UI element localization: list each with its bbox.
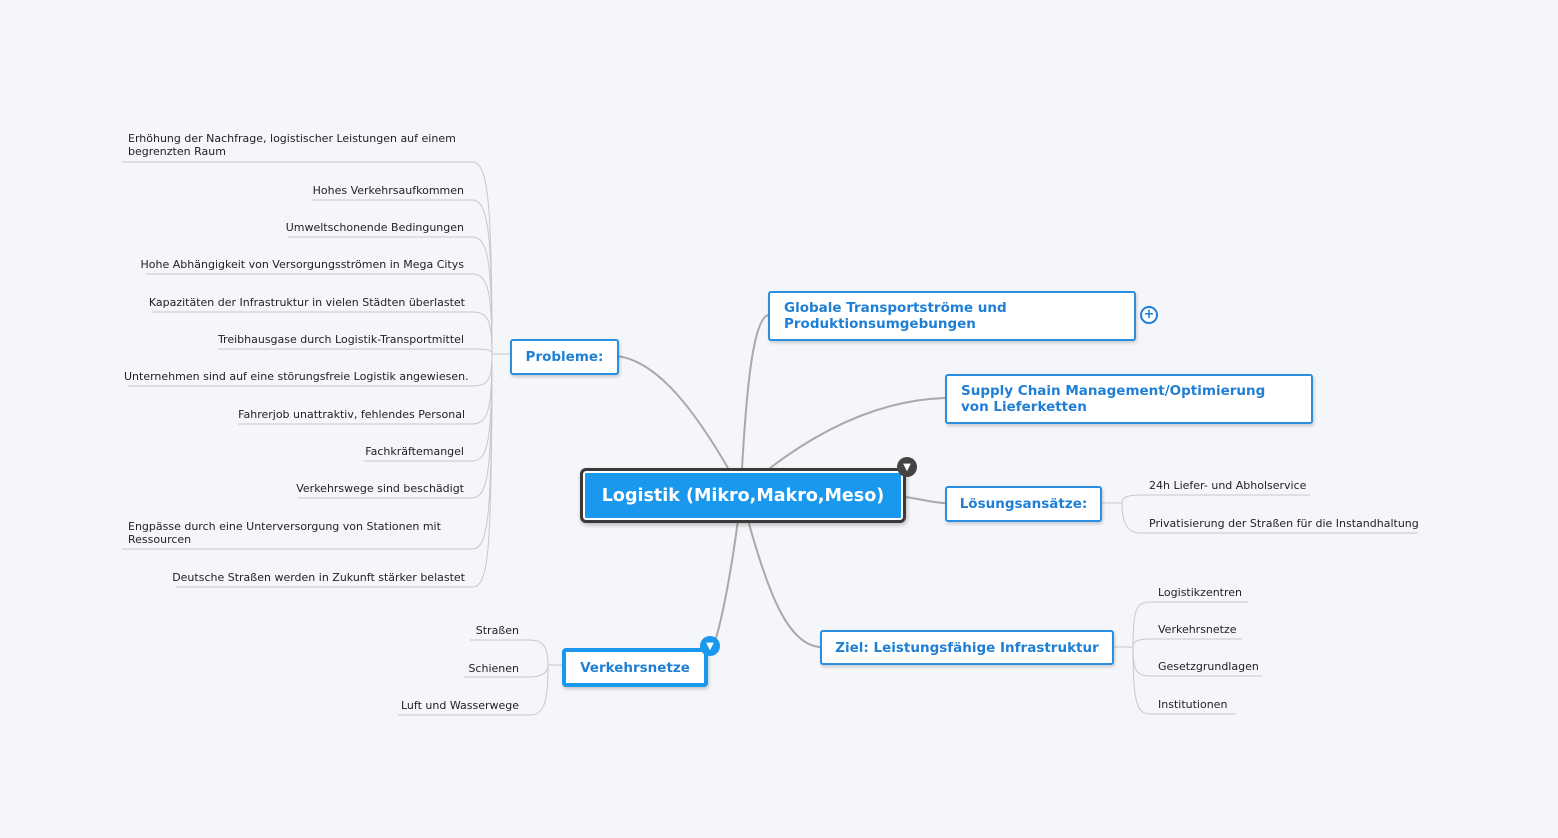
leaf-ziel-2[interactable]: Verkehrsnetze (1158, 623, 1237, 636)
topic-ziel[interactable]: Ziel: Leistungsfähige Infrastruktur (820, 630, 1114, 665)
leaf-verkehrsnetze-1[interactable]: Straßen (475, 624, 519, 637)
topic-globale-label: Globale Transportströme und Produktionsu… (784, 300, 1007, 332)
topic-probleme[interactable]: Probleme: (510, 339, 619, 375)
leaf-probleme-7[interactable]: Unternehmen sind auf eine störungsfreie … (124, 370, 469, 383)
topic-ziel-label: Ziel: Leistungsfähige Infrastruktur (835, 639, 1099, 656)
link-root-verkehrsnetze (711, 519, 739, 651)
leaf-verkehrsnetze-3[interactable]: Luft und Wasserwege (401, 699, 519, 712)
link-root-probleme (615, 355, 729, 469)
leaf-probleme-11[interactable]: Engpässe durch eine Unterversorgung von … (128, 520, 441, 546)
leaf-probleme-6[interactable]: Treibhausgase durch Logistik-Transportmi… (217, 333, 464, 346)
leaf-probleme-12[interactable]: Deutsche Straßen werden in Zukunft stärk… (172, 571, 465, 584)
leaf-ziel-4[interactable]: Institutionen (1158, 698, 1228, 711)
leaf-probleme-2[interactable]: Hohes Verkehrsaufkommen (312, 184, 464, 197)
leaf-loesung-1[interactable]: 24h Liefer- und Abholservice (1149, 479, 1307, 492)
central-topic[interactable]: Logistik (Mikro,Makro,Meso) (580, 468, 906, 523)
leaf-probleme-10[interactable]: Verkehrswege sind beschädigt (296, 482, 464, 495)
leaf-ziel-1[interactable]: Logistikzentren (1158, 586, 1243, 599)
leaf-probleme-9[interactable]: Fachkräftemangel (365, 445, 464, 458)
leaf-probleme-8[interactable]: Fahrerjob unattraktiv, fehlendes Persona… (238, 408, 465, 421)
leaf-probleme-1[interactable]: Erhöhung der Nachfrage, logistischer Lei… (128, 132, 456, 158)
central-topic-label: Logistik (Mikro,Makro,Meso) (601, 485, 885, 506)
link-root-loesung (905, 496, 946, 504)
link-root-supply (769, 397, 946, 469)
topic-supply-chain[interactable]: Supply Chain Management/Optimierung von … (945, 374, 1313, 424)
topic-verkehrsnetze-label: Verkehrsnetze (580, 659, 690, 676)
leaf-loesung-2[interactable]: Privatisierung der Straßen für die Insta… (1149, 517, 1419, 530)
leaf-probleme-5[interactable]: Kapazitäten der Infrastruktur in vielen … (148, 296, 465, 309)
leaf-probleme-3[interactable]: Umweltschonende Bedingungen (285, 221, 464, 234)
collapse-root-icon[interactable]: ▼ (897, 457, 917, 477)
topic-probleme-label: Probleme: (525, 349, 604, 365)
leaf-probleme-4[interactable]: Hohe Abhängigkeit von Versorgungsströmen… (140, 258, 464, 271)
link-root-ziel (747, 519, 821, 648)
link-root-globale (741, 314, 769, 469)
collapse-verkehrsnetze-icon[interactable]: ▼ (700, 636, 720, 656)
expand-globale-icon[interactable]: + (1140, 306, 1158, 324)
topic-supply-chain-label: Supply Chain Management/Optimierung von … (961, 383, 1266, 415)
topic-verkehrsnetze[interactable]: Verkehrsnetze (562, 648, 708, 687)
topic-loesungsansaetze-label: Lösungsansätze: (959, 496, 1088, 512)
topic-loesungsansaetze[interactable]: Lösungsansätze: (945, 486, 1102, 522)
leaf-verkehrsnetze-2[interactable]: Schienen (468, 662, 519, 675)
leaf-ziel-3[interactable]: Gesetzgrundlagen (1158, 660, 1259, 673)
topic-globale[interactable]: Globale Transportströme und Produktionsu… (768, 291, 1136, 341)
